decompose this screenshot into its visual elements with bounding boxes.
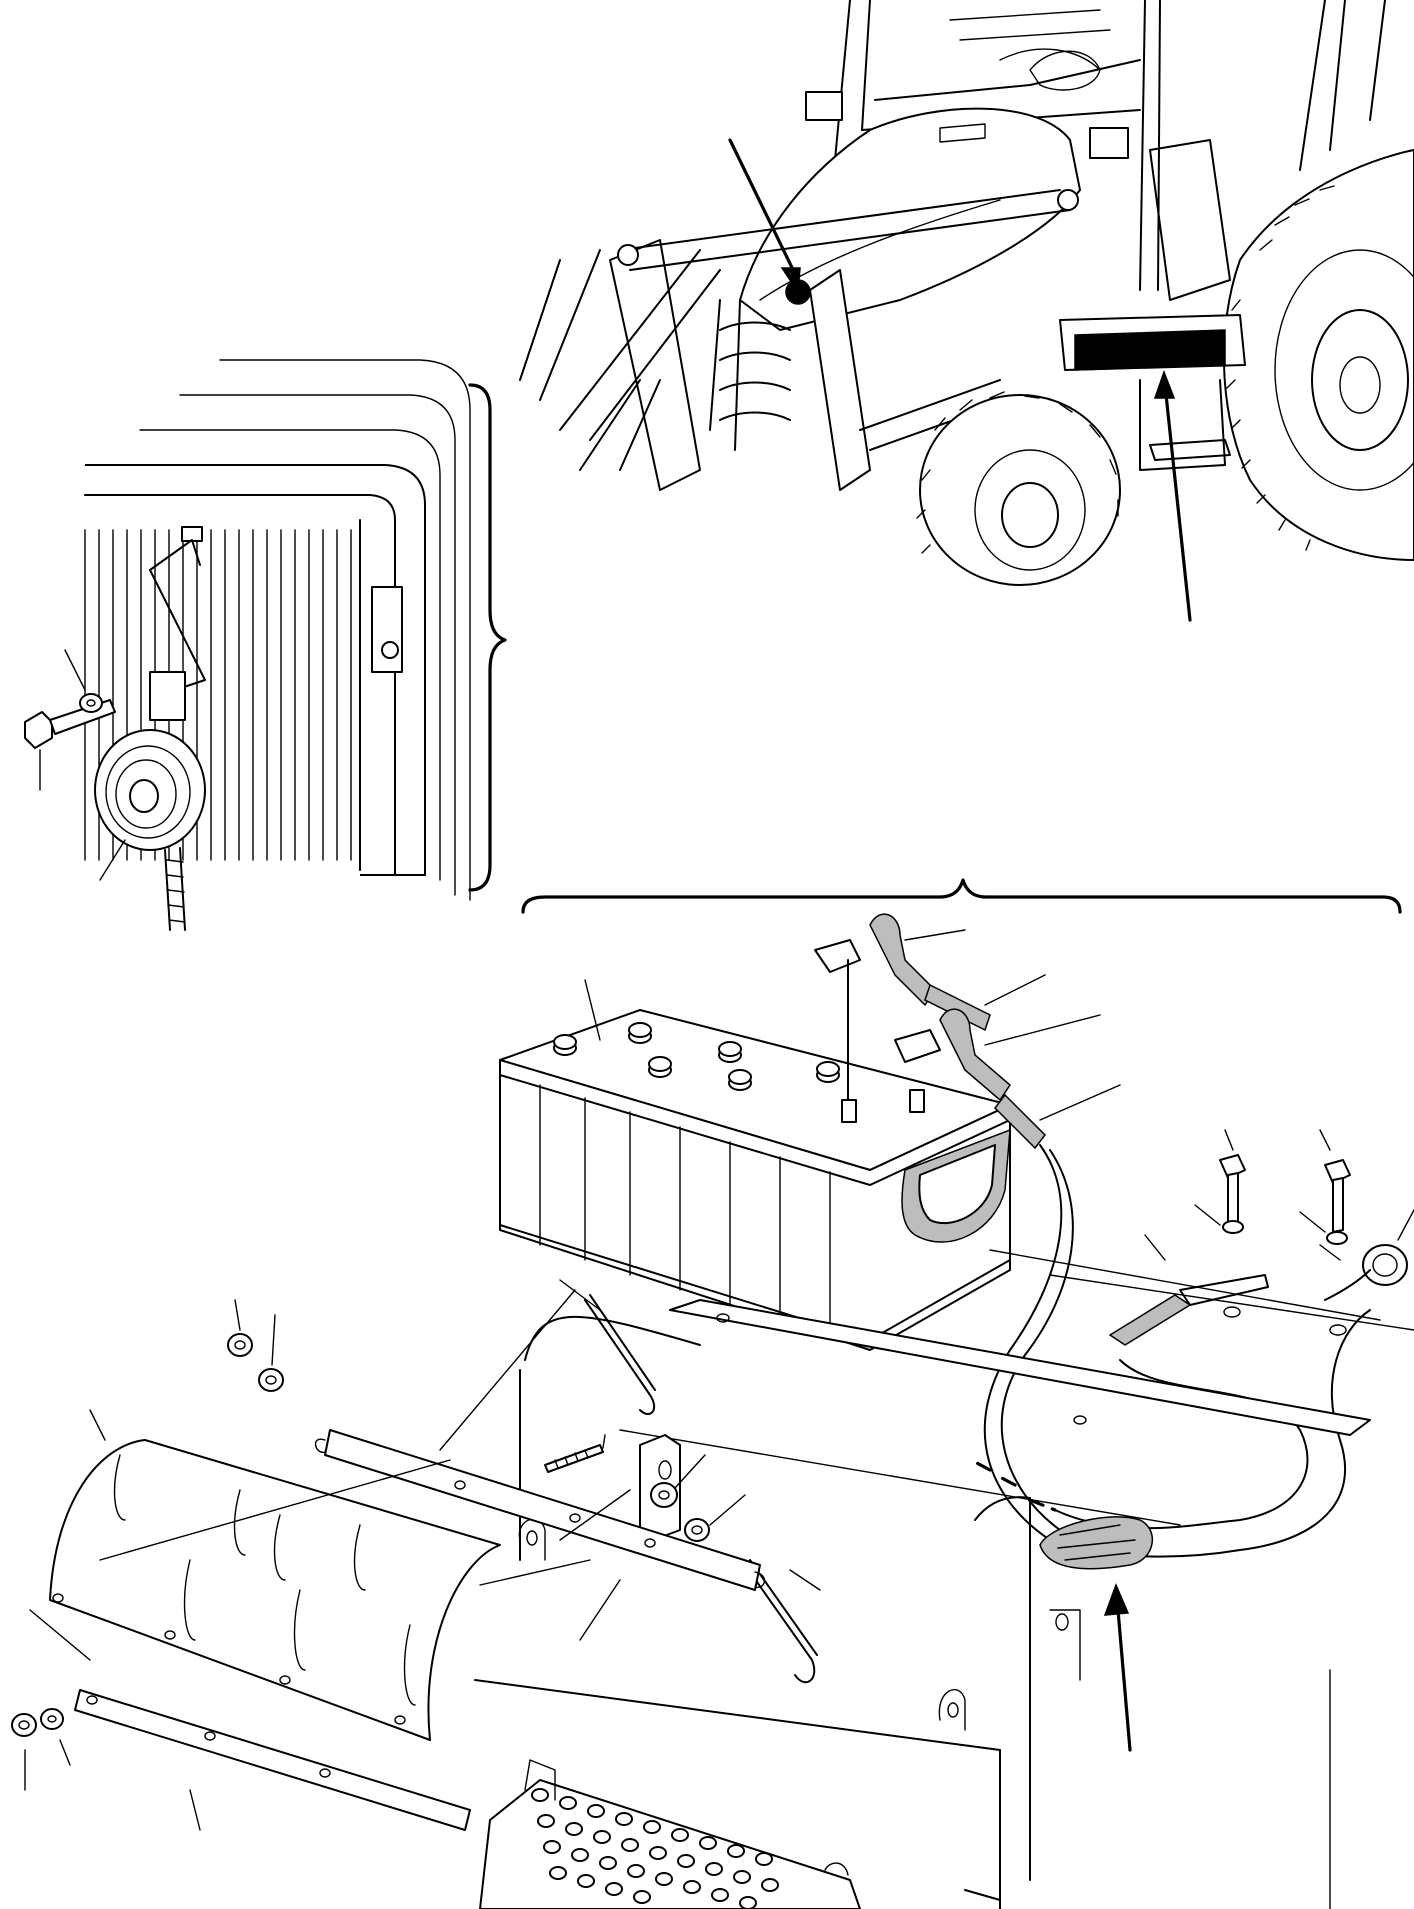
battery	[499, 979, 1011, 1351]
step-hole	[739, 1896, 757, 1909]
step-hole	[711, 1888, 729, 1902]
step-hole	[633, 1890, 651, 1904]
loader-bucket-outline	[519, 249, 661, 471]
step-hole	[543, 1840, 561, 1854]
engine-hood	[709, 107, 1081, 451]
cover-retaining-strip	[11, 1689, 471, 1831]
right-mirror	[1089, 127, 1129, 159]
rear-wheel	[1222, 149, 1414, 561]
front-wheel	[916, 391, 1121, 586]
cable-leader-lines	[904, 929, 1414, 1261]
step-hole	[727, 1844, 745, 1858]
step-hole	[537, 1814, 555, 1828]
cab-frame	[834, 0, 1386, 301]
terminal-clamp-positive	[814, 939, 861, 973]
ground-strap-lug	[1179, 1274, 1269, 1306]
step-hole	[755, 1852, 773, 1866]
battery-cables	[814, 913, 1414, 1570]
step-hole	[699, 1836, 717, 1850]
backhoe-loader-overview	[519, 0, 1414, 622]
battery-filler-caps	[553, 1022, 840, 1091]
cable-ring-clamp	[1362, 1244, 1408, 1286]
step-hole	[559, 1796, 577, 1810]
filler-cap-top	[718, 1041, 742, 1057]
grommet-pointer-arrow	[1116, 1608, 1132, 1752]
battery-pointer-arrowhead	[1153, 369, 1176, 399]
step-hole	[677, 1854, 695, 1868]
battery-group-brace	[521, 878, 1402, 914]
terminal-clamp-negative	[894, 1029, 941, 1063]
cover-leader-lines	[29, 1289, 631, 1661]
battery-tray	[474, 1249, 1414, 1909]
filler-cap-top	[648, 1056, 672, 1072]
hinge-bar-fasteners-upper	[227, 1299, 746, 1542]
filler-cap-top	[816, 1061, 840, 1077]
step-hole	[705, 1862, 723, 1876]
terminal-cover-positive	[869, 913, 936, 1007]
cable-sleeve-negative	[994, 1093, 1046, 1150]
battery-cover-panel	[49, 1409, 501, 1741]
battery-pointer-arrow	[1163, 383, 1192, 622]
grille-latch-knob	[381, 641, 399, 659]
horn-washer	[79, 693, 103, 713]
grommet-pointer-arrowhead	[1103, 1582, 1130, 1616]
loader-arms	[559, 189, 1079, 491]
step-hole	[671, 1828, 689, 1842]
left-mirror	[805, 91, 843, 121]
ground-strap	[1108, 1294, 1192, 1346]
horn-leader-lines	[39, 649, 126, 881]
cable-grommet	[1039, 1516, 1154, 1570]
step-hole	[549, 1866, 567, 1880]
filler-cap-top	[553, 1034, 577, 1050]
step-hole	[621, 1838, 639, 1852]
step-hole	[655, 1872, 673, 1886]
wire-connector	[181, 526, 203, 542]
step-hole	[531, 1788, 549, 1802]
step-hole	[627, 1864, 645, 1878]
filler-cap-top	[628, 1022, 652, 1038]
radiator-grille-frame	[84, 359, 471, 901]
horn	[94, 729, 206, 931]
cab-step	[1149, 439, 1231, 461]
battery-leader-line	[584, 979, 601, 1041]
horn-bracket	[149, 671, 186, 721]
step-hole	[599, 1856, 617, 1870]
step-hole	[605, 1882, 623, 1896]
step-hole	[649, 1846, 667, 1860]
horn-pointer-arrowhead	[780, 267, 801, 295]
filler-cap-top	[728, 1069, 752, 1085]
step-hole	[683, 1880, 701, 1894]
cable-through-floor	[973, 1460, 1057, 1512]
step-hole	[615, 1812, 633, 1826]
terminal-cover-negative	[939, 1008, 1011, 1102]
hinge-bar-upper	[314, 1429, 766, 1591]
cable-sleeve-positive	[924, 983, 991, 1032]
step-hole	[571, 1848, 589, 1862]
battery-terminal-positive	[841, 1099, 857, 1123]
step-hole	[643, 1820, 661, 1834]
step-hole	[565, 1822, 583, 1836]
horn-wire	[149, 539, 206, 691]
battery-terminal-negative	[909, 1089, 925, 1113]
step-hole	[761, 1878, 779, 1892]
access-step	[479, 1759, 861, 1909]
step-hole	[593, 1830, 611, 1844]
hold-down-bolts	[1194, 1129, 1351, 1245]
battery-compartment-highlight	[1059, 314, 1246, 471]
grille-latch-plate	[371, 586, 403, 673]
step-hole	[733, 1870, 751, 1884]
horn-pointer-arrow	[728, 138, 800, 282]
support-stays	[559, 1279, 821, 1684]
step-tread-holes	[531, 1788, 779, 1909]
horn-grille-assembly	[24, 359, 507, 931]
step-hole	[587, 1804, 605, 1818]
step-hole	[577, 1874, 595, 1888]
horn-group-brace	[468, 383, 507, 892]
